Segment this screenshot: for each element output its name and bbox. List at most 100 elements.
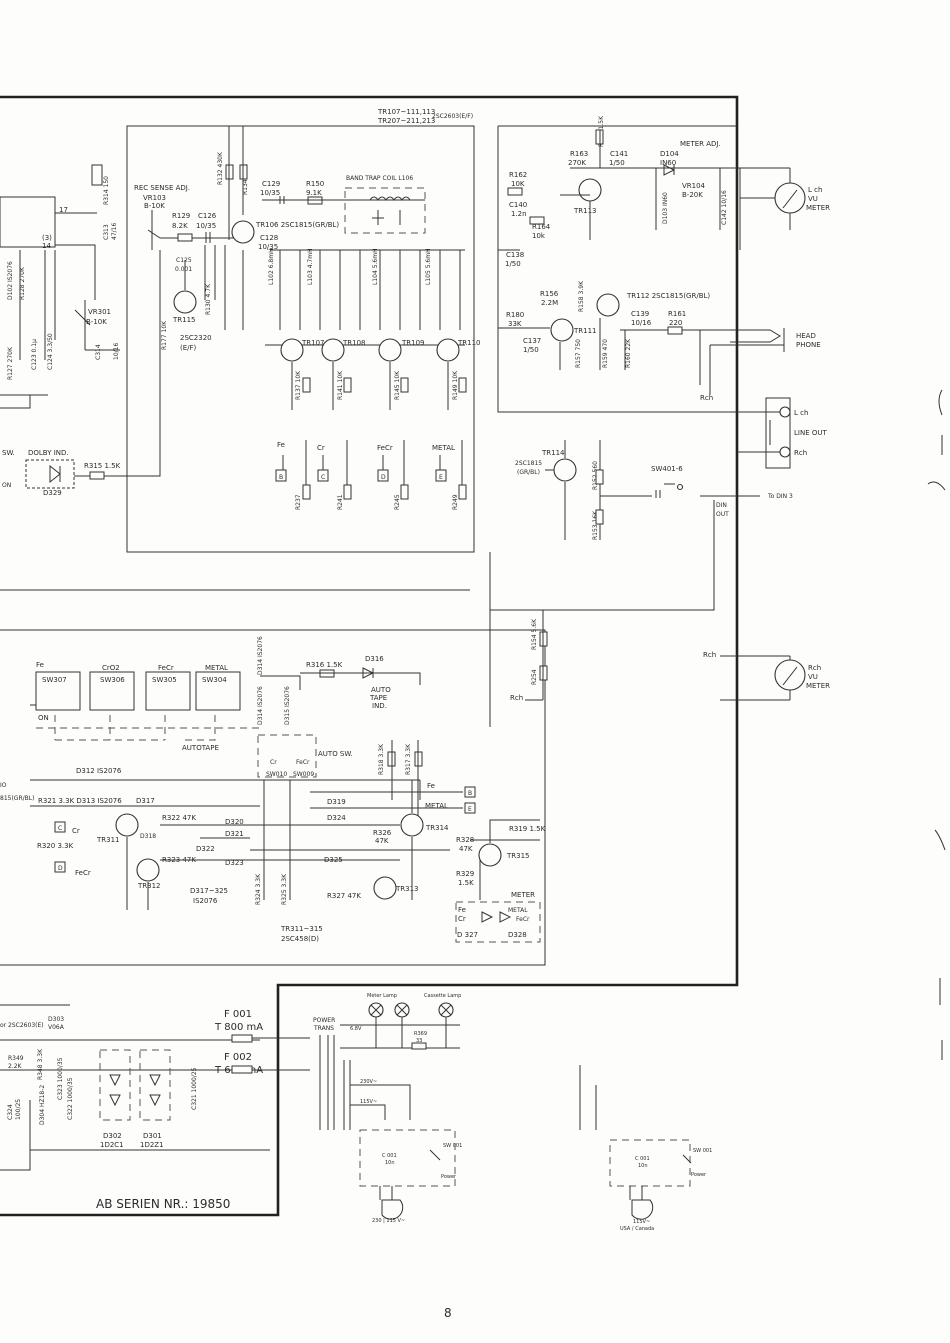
svg-text:E: E [439,474,443,481]
svg-text:C126: C126 [198,212,217,220]
svg-text:D 327: D 327 [457,931,478,939]
power-supply: or 2SC2603(E) D303 V06A R348 3.3K R349 2… [0,993,462,1224]
svg-text:HEAD: HEAD [796,332,816,340]
svg-text:6.8V: 6.8V [350,1026,362,1032]
svg-text:B-10K: B-10K [144,202,165,210]
svg-text:IND.: IND. [372,702,387,710]
svg-text:R317 3.3K: R317 3.3K [405,743,412,775]
svg-text:R141 10K: R141 10K [337,370,344,400]
svg-text:L ch: L ch [808,186,822,194]
svg-text:or 2SC2603(E): or 2SC2603(E) [0,1022,44,1029]
svg-text:R164: R164 [532,223,551,231]
svg-text:47K: 47K [375,837,389,845]
svg-text:V06A: V06A [48,1024,65,1031]
svg-text:C314: C314 [95,344,102,360]
serial-number: AB SERIEN NR.: 19850 [96,1197,230,1211]
svg-text:D104: D104 [660,150,679,158]
svg-text:R145 10K: R145 10K [394,370,401,400]
svg-text:L103 4.7mH: L103 4.7mH [307,248,314,285]
svg-text:METER: METER [806,204,830,212]
svg-text:R154 5.6K: R154 5.6K [531,618,538,650]
svg-text:D: D [58,865,63,872]
svg-text:Rch: Rch [510,694,523,702]
svg-text:R158 3.9K: R158 3.9K [578,280,585,312]
tr110-symbol [436,338,460,362]
svg-text:R322 47K: R322 47K [162,814,196,822]
svg-text:BAND TRAP COIL L106: BAND TRAP COIL L106 [346,175,413,182]
svg-text:B: B [468,790,472,797]
svg-text:R129: R129 [172,212,190,220]
svg-text:R149 10K: R149 10K [452,370,459,400]
svg-text:TR311: TR311 [96,836,120,844]
svg-text:SW009: SW009 [293,771,314,778]
svg-text:33K: 33K [508,320,522,328]
svg-text:R162: R162 [509,171,527,179]
svg-text:SW 001: SW 001 [693,1148,712,1154]
svg-text:IO: IO [0,782,7,789]
svg-text:T 800 mA: T 800 mA [214,1022,263,1033]
svg-text:Fe: Fe [277,441,285,449]
svg-text:C: C [58,825,62,832]
svg-text:2.2K: 2.2K [8,1063,23,1070]
svg-text:D320: D320 [225,818,244,826]
coil-bank: L102 6.8mH L103 4.7mH L104 5.6mH L105 5.… [265,248,481,410]
svg-text:C323 1000/35: C323 1000/35 [57,1057,64,1100]
tape-switches: Fe CrO2 FeCr METAL SW307 SW306 SW305 SW3… [30,661,301,752]
svg-text:USA / Canada: USA / Canada [620,1226,654,1232]
svg-text:VU: VU [808,195,818,203]
svg-text:Cr: Cr [72,827,80,835]
svg-text:R177 10K: R177 10K [161,320,168,350]
svg-text:(E/F): (E/F) [180,344,197,352]
svg-text:R315 1.5K: R315 1.5K [84,462,121,470]
svg-text:C321 1000/25: C321 1000/25 [191,1067,198,1110]
svg-text:(3): (3) [42,234,52,242]
svg-text:1/50: 1/50 [505,260,521,268]
svg-text:R329: R329 [456,870,474,878]
svg-text:TR315: TR315 [506,852,530,860]
svg-text:R319 1.5K: R319 1.5K [509,825,546,833]
svg-text:L ch: L ch [794,409,808,417]
svg-text:R150: R150 [306,180,324,188]
svg-text:R254: R254 [531,669,538,685]
lch-vu-meter: L ch VU METER [740,168,830,230]
header-note: TR107~111,113 TR207~211,213 2SC2603(E/F) [377,108,473,125]
svg-text:(GR/BL): (GR/BL) [517,469,540,476]
svg-text:1D2Z1: 1D2Z1 [140,1141,164,1149]
svg-text:R127 270K: R127 270K [7,346,14,380]
svg-text:C142 10/16: C142 10/16 [721,190,728,225]
svg-text:FeCr: FeCr [75,869,91,877]
svg-text:D317~325: D317~325 [190,887,228,895]
svg-text:C124 3.3/50: C124 3.3/50 [47,333,54,370]
svg-text:17: 17 [59,206,68,214]
svg-text:D303: D303 [48,1016,64,1023]
svg-text:AUTO: AUTO [371,686,391,694]
svg-text:AUTOTAPE: AUTOTAPE [182,744,219,752]
svg-text:R137 10K: R137 10K [295,370,302,400]
svg-text:Cr: Cr [458,915,466,923]
svg-text:Rch: Rch [700,394,713,402]
svg-text:TR111: TR111 [573,327,597,335]
svg-text:10/16: 10/16 [113,343,120,360]
svg-text:D328: D328 [508,931,527,939]
svg-text:TR112 2SC1815(GR/BL): TR112 2SC1815(GR/BL) [626,292,710,300]
svg-text:C313: C313 [103,224,110,240]
svg-text:D316: D316 [365,655,384,663]
svg-text:SW 001: SW 001 [443,1143,462,1149]
svg-text:Rch: Rch [794,449,807,457]
svg-text:D322: D322 [196,845,215,853]
svg-text:L104 5.6mH: L104 5.6mH [372,248,379,285]
tr108-symbol [321,338,345,362]
svg-text:D317: D317 [136,797,155,805]
svg-text:Rch: Rch [808,664,821,672]
svg-text:TR115: TR115 [172,316,196,324]
svg-text:ON: ON [2,482,11,489]
band-trap-coil: BAND TRAP COIL L106 [344,175,426,234]
svg-text:METAL: METAL [205,664,228,672]
tr109-symbol [378,338,402,362]
svg-text:D102 IS2076: D102 IS2076 [7,261,14,300]
tr313-symbol [373,876,397,900]
svg-text:TR114: TR114 [541,449,565,457]
svg-text:AUTO SW.: AUTO SW. [318,750,353,758]
svg-text:VR301: VR301 [88,308,111,316]
